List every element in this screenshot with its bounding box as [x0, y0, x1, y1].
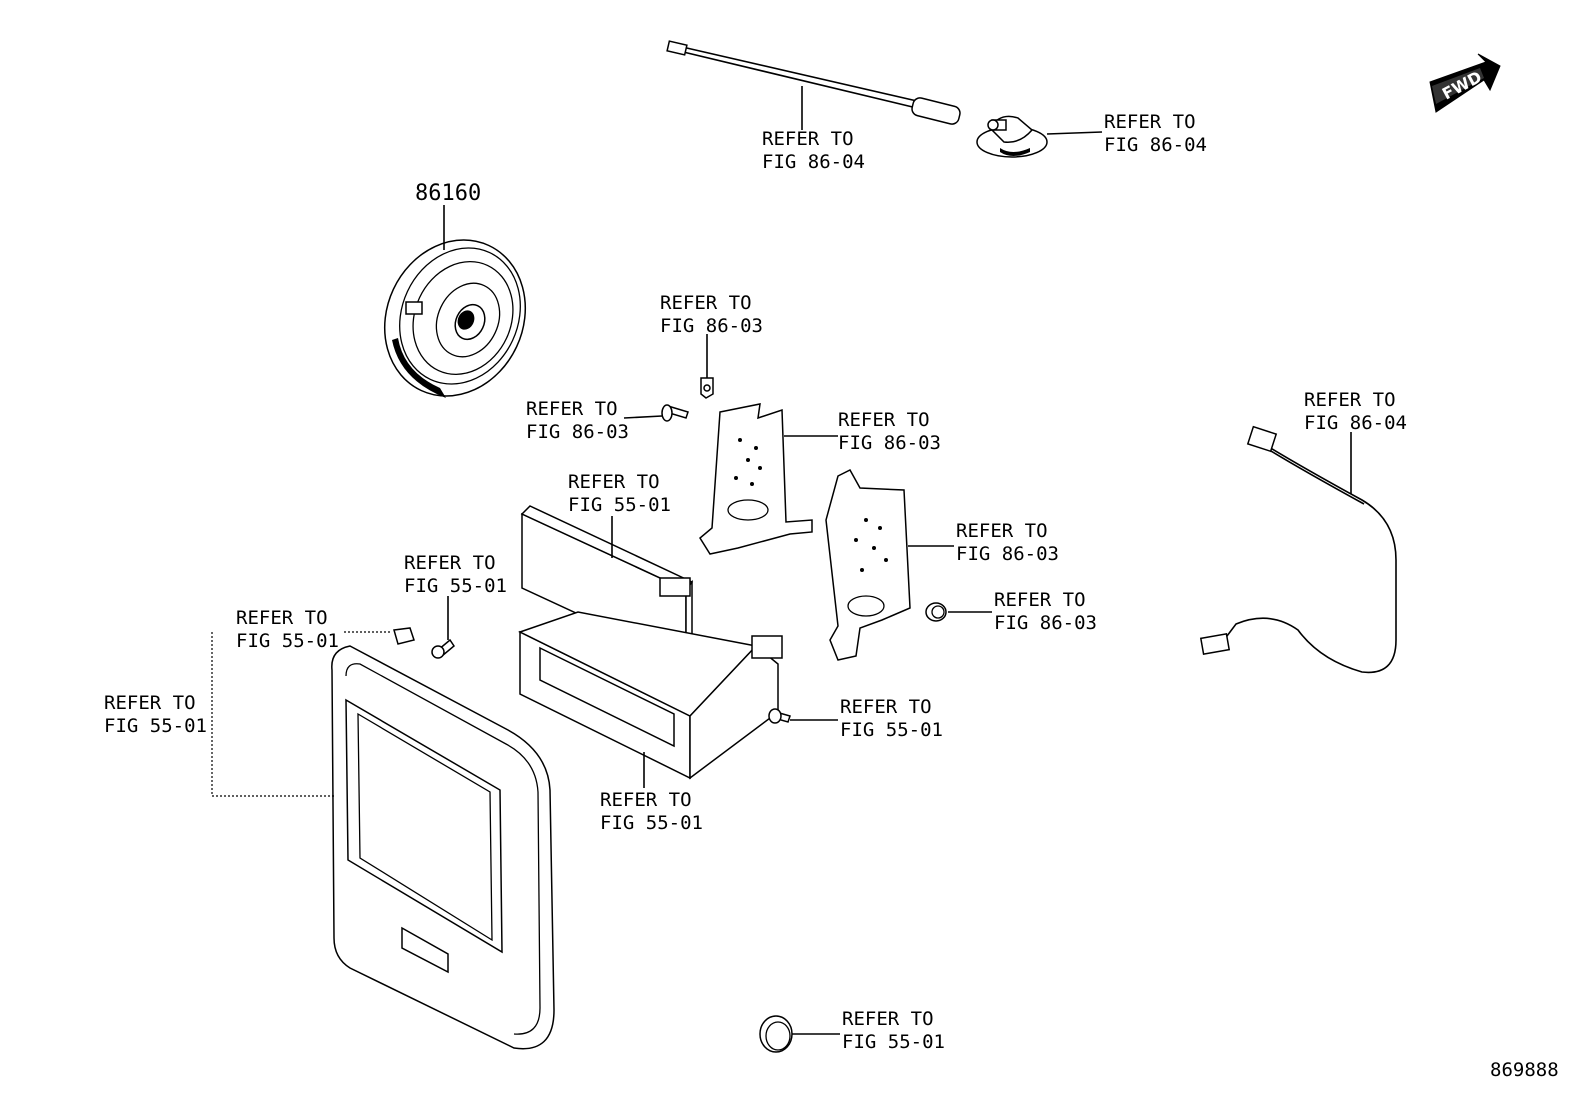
callout-line1: REFER TO [600, 789, 692, 811]
callout-nut-right: REFER TO FIG 86-03 [994, 589, 1097, 634]
callout-line2: FIG 55-01 [104, 715, 207, 737]
clip-top [700, 334, 714, 399]
callout-antenna-base: REFER TO FIG 86-04 [1104, 111, 1207, 156]
part-number-label: 86160 [415, 181, 481, 206]
callout-line2: FIG 55-01 [840, 719, 943, 741]
clip-bezel [344, 627, 415, 645]
callout-line2: FIG 86-03 [526, 421, 629, 443]
callout-bracket-right: REFER TO FIG 86-03 [956, 520, 1059, 565]
callout-line2: FIG 86-04 [1104, 134, 1207, 156]
callout-cable: REFER TO FIG 86-04 [1304, 389, 1407, 434]
callout-bracket-left: REFER TO FIG 86-03 [838, 409, 941, 454]
callout-line1: REFER TO [956, 520, 1048, 542]
callout-line1: REFER TO [1104, 111, 1196, 133]
callout-line2: FIG 86-04 [762, 151, 865, 173]
callout-line1: REFER TO [568, 471, 660, 493]
callout-line1: REFER TO [104, 692, 196, 714]
callout-line1: REFER TO [1304, 389, 1396, 411]
callout-line1: REFER TO [840, 696, 932, 718]
callout-line2: FIG 55-01 [600, 812, 703, 834]
callout-line1: REFER TO [838, 409, 930, 431]
callout-line1: REFER TO [994, 589, 1086, 611]
screw-left [623, 404, 689, 422]
callout-line2: FIG 86-03 [838, 432, 941, 454]
callout-line1: REFER TO [526, 398, 618, 420]
bezel [211, 632, 555, 1050]
callout-screw-box: REFER TO FIG 55-01 [840, 696, 943, 741]
callout-line2: FIG 55-01 [404, 575, 507, 597]
callout-clip-bezel: REFER TO FIG 55-01 [236, 607, 339, 652]
callout-bezel: REFER TO FIG 55-01 [104, 692, 207, 737]
callout-line1: REFER TO [404, 552, 496, 574]
callout-line1: REFER TO [762, 128, 854, 150]
antenna-rod [666, 40, 961, 130]
callout-line2: FIG 86-04 [1304, 412, 1407, 434]
nut-right [925, 602, 992, 622]
callout-cap: REFER TO FIG 55-01 [842, 1008, 945, 1053]
bracket-left [699, 403, 838, 555]
cap [759, 1015, 840, 1053]
cable [1199, 425, 1397, 674]
screw-box [768, 708, 838, 724]
diagram-id: 869888 [1490, 1059, 1559, 1081]
antenna-base [976, 115, 1103, 158]
fwd-arrow-icon: FWD [1429, 53, 1501, 113]
screw-bezel [431, 596, 455, 659]
callout-line1: REFER TO [660, 292, 752, 314]
callout-line1: REFER TO [842, 1008, 934, 1030]
callout-line2: FIG 86-03 [660, 315, 763, 337]
callout-line2: FIG 55-01 [236, 630, 339, 652]
callout-line2: FIG 86-03 [956, 543, 1059, 565]
callout-line2: FIG 55-01 [568, 494, 671, 516]
bracket-right [825, 469, 954, 661]
callout-line1: REFER TO [236, 607, 328, 629]
callout-line2: FIG 86-03 [994, 612, 1097, 634]
callout-screw-bezel: REFER TO FIG 55-01 [404, 552, 507, 597]
radio-box [518, 611, 783, 788]
callout-screw-left: REFER TO FIG 86-03 [526, 398, 629, 443]
speaker-86160: 86160 [383, 181, 527, 398]
callout-line2: FIG 55-01 [842, 1031, 945, 1053]
callout-faceplate: REFER TO FIG 55-01 [568, 471, 671, 516]
callout-clip-top: REFER TO FIG 86-03 [660, 292, 763, 337]
callout-box: REFER TO FIG 55-01 [600, 789, 703, 834]
callout-antenna-rod: REFER TO FIG 86-04 [762, 128, 865, 173]
